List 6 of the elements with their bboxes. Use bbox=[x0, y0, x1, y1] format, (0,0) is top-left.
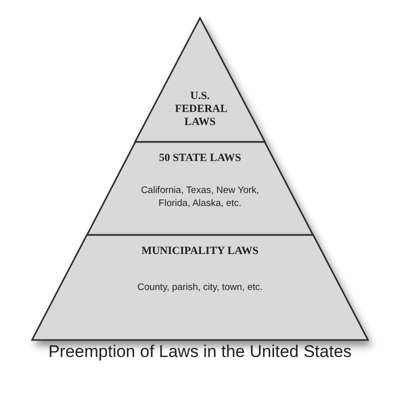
tier-heading: U.S. FEDERAL LAWS bbox=[175, 90, 228, 128]
tier-heading: MUNICIPALITY LAWS bbox=[141, 245, 259, 257]
tier-description: California, Texas, New York, Florida, Alaska, etc. bbox=[140, 185, 260, 209]
tier-description: County, parish, city, town, etc. bbox=[137, 282, 263, 293]
tier-heading: 50 STATE LAWS bbox=[158, 152, 242, 164]
caption: Preemption of Laws in the United States bbox=[48, 342, 352, 361]
